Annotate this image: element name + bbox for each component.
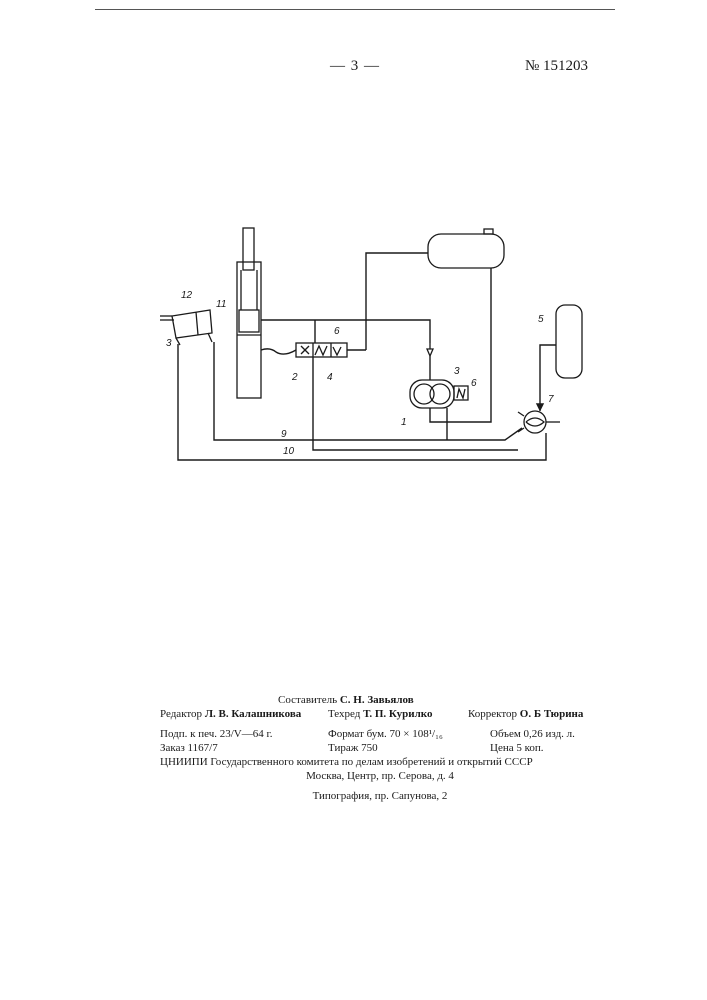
- label-4: 4: [327, 372, 333, 383]
- volume: Объем 0,26 изд. л.: [490, 727, 575, 741]
- label-6-valve: 6: [334, 326, 340, 337]
- order-number: Заказ 1167/7: [160, 741, 218, 755]
- address: Москва, Центр, пр. Серова, д. 4: [160, 769, 600, 783]
- oil-tank: [428, 234, 504, 268]
- label-5: 5: [538, 314, 544, 325]
- label-9: 9: [281, 429, 287, 440]
- accumulator: [556, 305, 582, 378]
- label-10: 10: [283, 446, 295, 457]
- label-2: 2: [291, 372, 298, 383]
- tank-filler: [484, 229, 493, 234]
- printer: Типография, пр. Сапунова, 2: [160, 789, 600, 803]
- compiler-name: С. Н. Завьялов: [340, 694, 414, 706]
- editor-label: Редактор: [160, 708, 202, 720]
- compiler-line: Составитель С. Н. Завьялов: [278, 693, 414, 707]
- corrector-label: Корректор: [468, 708, 517, 720]
- techred-line: Техред Т. П. Курилко: [328, 707, 432, 721]
- label-1: 1: [401, 417, 407, 428]
- label-3-left: 3: [166, 338, 172, 349]
- press-rod: [243, 228, 254, 270]
- techred-name: Т. П. Курилко: [363, 708, 432, 720]
- techred-label: Техред: [328, 708, 360, 720]
- label-3-right: 3: [454, 366, 460, 377]
- compiler-label: Составитель: [278, 694, 337, 706]
- distributor: [524, 411, 546, 433]
- label-7: 7: [548, 394, 554, 405]
- price: Цена 5 коп.: [490, 741, 544, 755]
- label-11: 11: [216, 299, 226, 310]
- gear-pump: [410, 380, 454, 408]
- editor-name: Л. В. Калашникова: [205, 708, 301, 720]
- gripper: [172, 310, 212, 338]
- imprint-block: Составитель С. Н. Завьялов Редактор Л. В…: [160, 693, 600, 803]
- label-12: 12: [181, 290, 193, 301]
- check-valve: [427, 349, 433, 356]
- institute: ЦНИИПИ Государственного комитета по дела…: [160, 755, 533, 769]
- corrector-name: О. Б Тюрина: [520, 708, 584, 720]
- paper-format: Формат бум. 70 × 108¹/₁₆: [328, 727, 443, 741]
- label-6-pump: 6: [471, 378, 477, 389]
- corrector-line: Корректор О. Б Тюрина: [468, 707, 583, 721]
- sign-date: Подп. к печ. 23/V—64 г.: [160, 727, 273, 741]
- circulation: Тираж 750: [328, 741, 378, 755]
- press-piston: [239, 310, 259, 332]
- editor-line: Редактор Л. В. Калашникова: [160, 707, 301, 721]
